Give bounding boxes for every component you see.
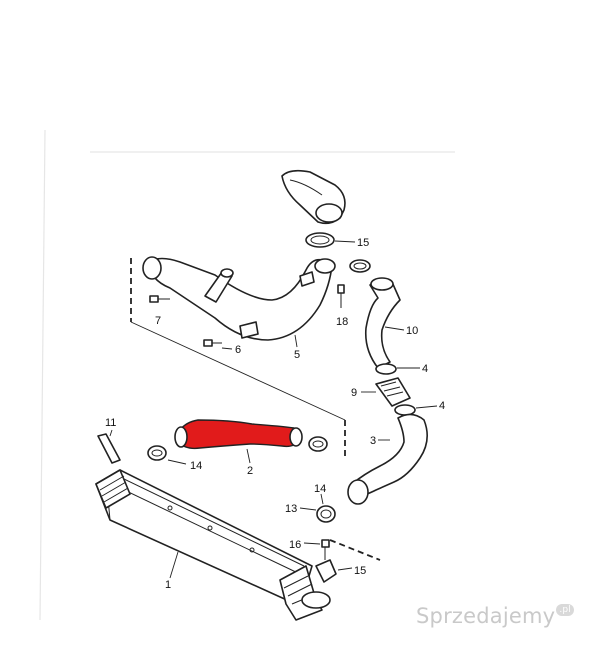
callout-13: 13	[285, 503, 297, 515]
watermark: Sprzedajemy.pl	[416, 604, 574, 628]
callout-14-right: 14	[314, 483, 326, 495]
leader-10	[384, 326, 405, 331]
guide-dash-lower	[329, 539, 381, 561]
callout-1: 1	[165, 579, 171, 591]
watermark-text: Sprzedajemy	[416, 604, 556, 628]
air-inlet-duct	[281, 169, 346, 225]
callout-15-top: 15	[357, 237, 369, 249]
hose-clamp-14-left	[147, 445, 167, 461]
callout-6: 6	[235, 344, 241, 356]
scan-frame-line	[39, 129, 46, 621]
hose-clamp-4-lower	[394, 404, 416, 416]
leader-2	[246, 448, 251, 464]
watermark-badge: .pl	[556, 604, 574, 616]
seal-strip-11	[97, 433, 121, 464]
leader-13	[299, 507, 317, 511]
callout-10: 10	[406, 325, 418, 337]
leader-5	[294, 334, 298, 348]
callout-4-lower: 4	[439, 400, 445, 412]
leader-1	[169, 551, 179, 579]
callout-11: 11	[105, 417, 116, 429]
callout-15-lower: 15	[354, 565, 366, 577]
hose-clamp-2-right	[308, 436, 328, 452]
callout-14-left: 14	[190, 460, 202, 472]
intercooler-1	[95, 469, 331, 621]
leader-15-lower	[337, 567, 353, 571]
leader-14-right	[320, 493, 324, 505]
leader-15-top	[334, 240, 356, 243]
hose-10	[364, 277, 401, 369]
callout-3: 3	[370, 435, 376, 447]
callout-9: 9	[351, 387, 357, 399]
callout-18: 18	[336, 316, 348, 328]
hose-clamp-14-right	[316, 505, 336, 523]
leader-6	[221, 347, 233, 350]
leader-4-lower	[415, 405, 438, 409]
bolt-18	[337, 284, 345, 308]
guide-line-diag	[130, 321, 346, 421]
bolt-16	[321, 539, 330, 560]
callout-4-upper: 4	[422, 363, 428, 375]
hose-clamp-4-upper	[375, 363, 397, 375]
hose-3	[347, 413, 428, 505]
callout-2: 2	[247, 465, 253, 477]
leader-16	[303, 542, 321, 545]
hose-2-highlighted	[174, 419, 303, 450]
callout-5: 5	[294, 349, 300, 361]
bolt-7	[149, 295, 170, 303]
callout-7: 7	[155, 315, 161, 327]
callout-16: 16	[289, 539, 301, 551]
hose-clamp-15-top	[305, 232, 335, 248]
bracket-15-lower	[315, 559, 337, 583]
hose-clamp-upper-right	[349, 259, 371, 273]
leader-11	[109, 429, 113, 437]
leader-14-left	[167, 459, 187, 465]
bolt-6	[203, 339, 222, 347]
connector-9	[375, 377, 411, 407]
charge-air-pipe-5	[142, 256, 336, 341]
